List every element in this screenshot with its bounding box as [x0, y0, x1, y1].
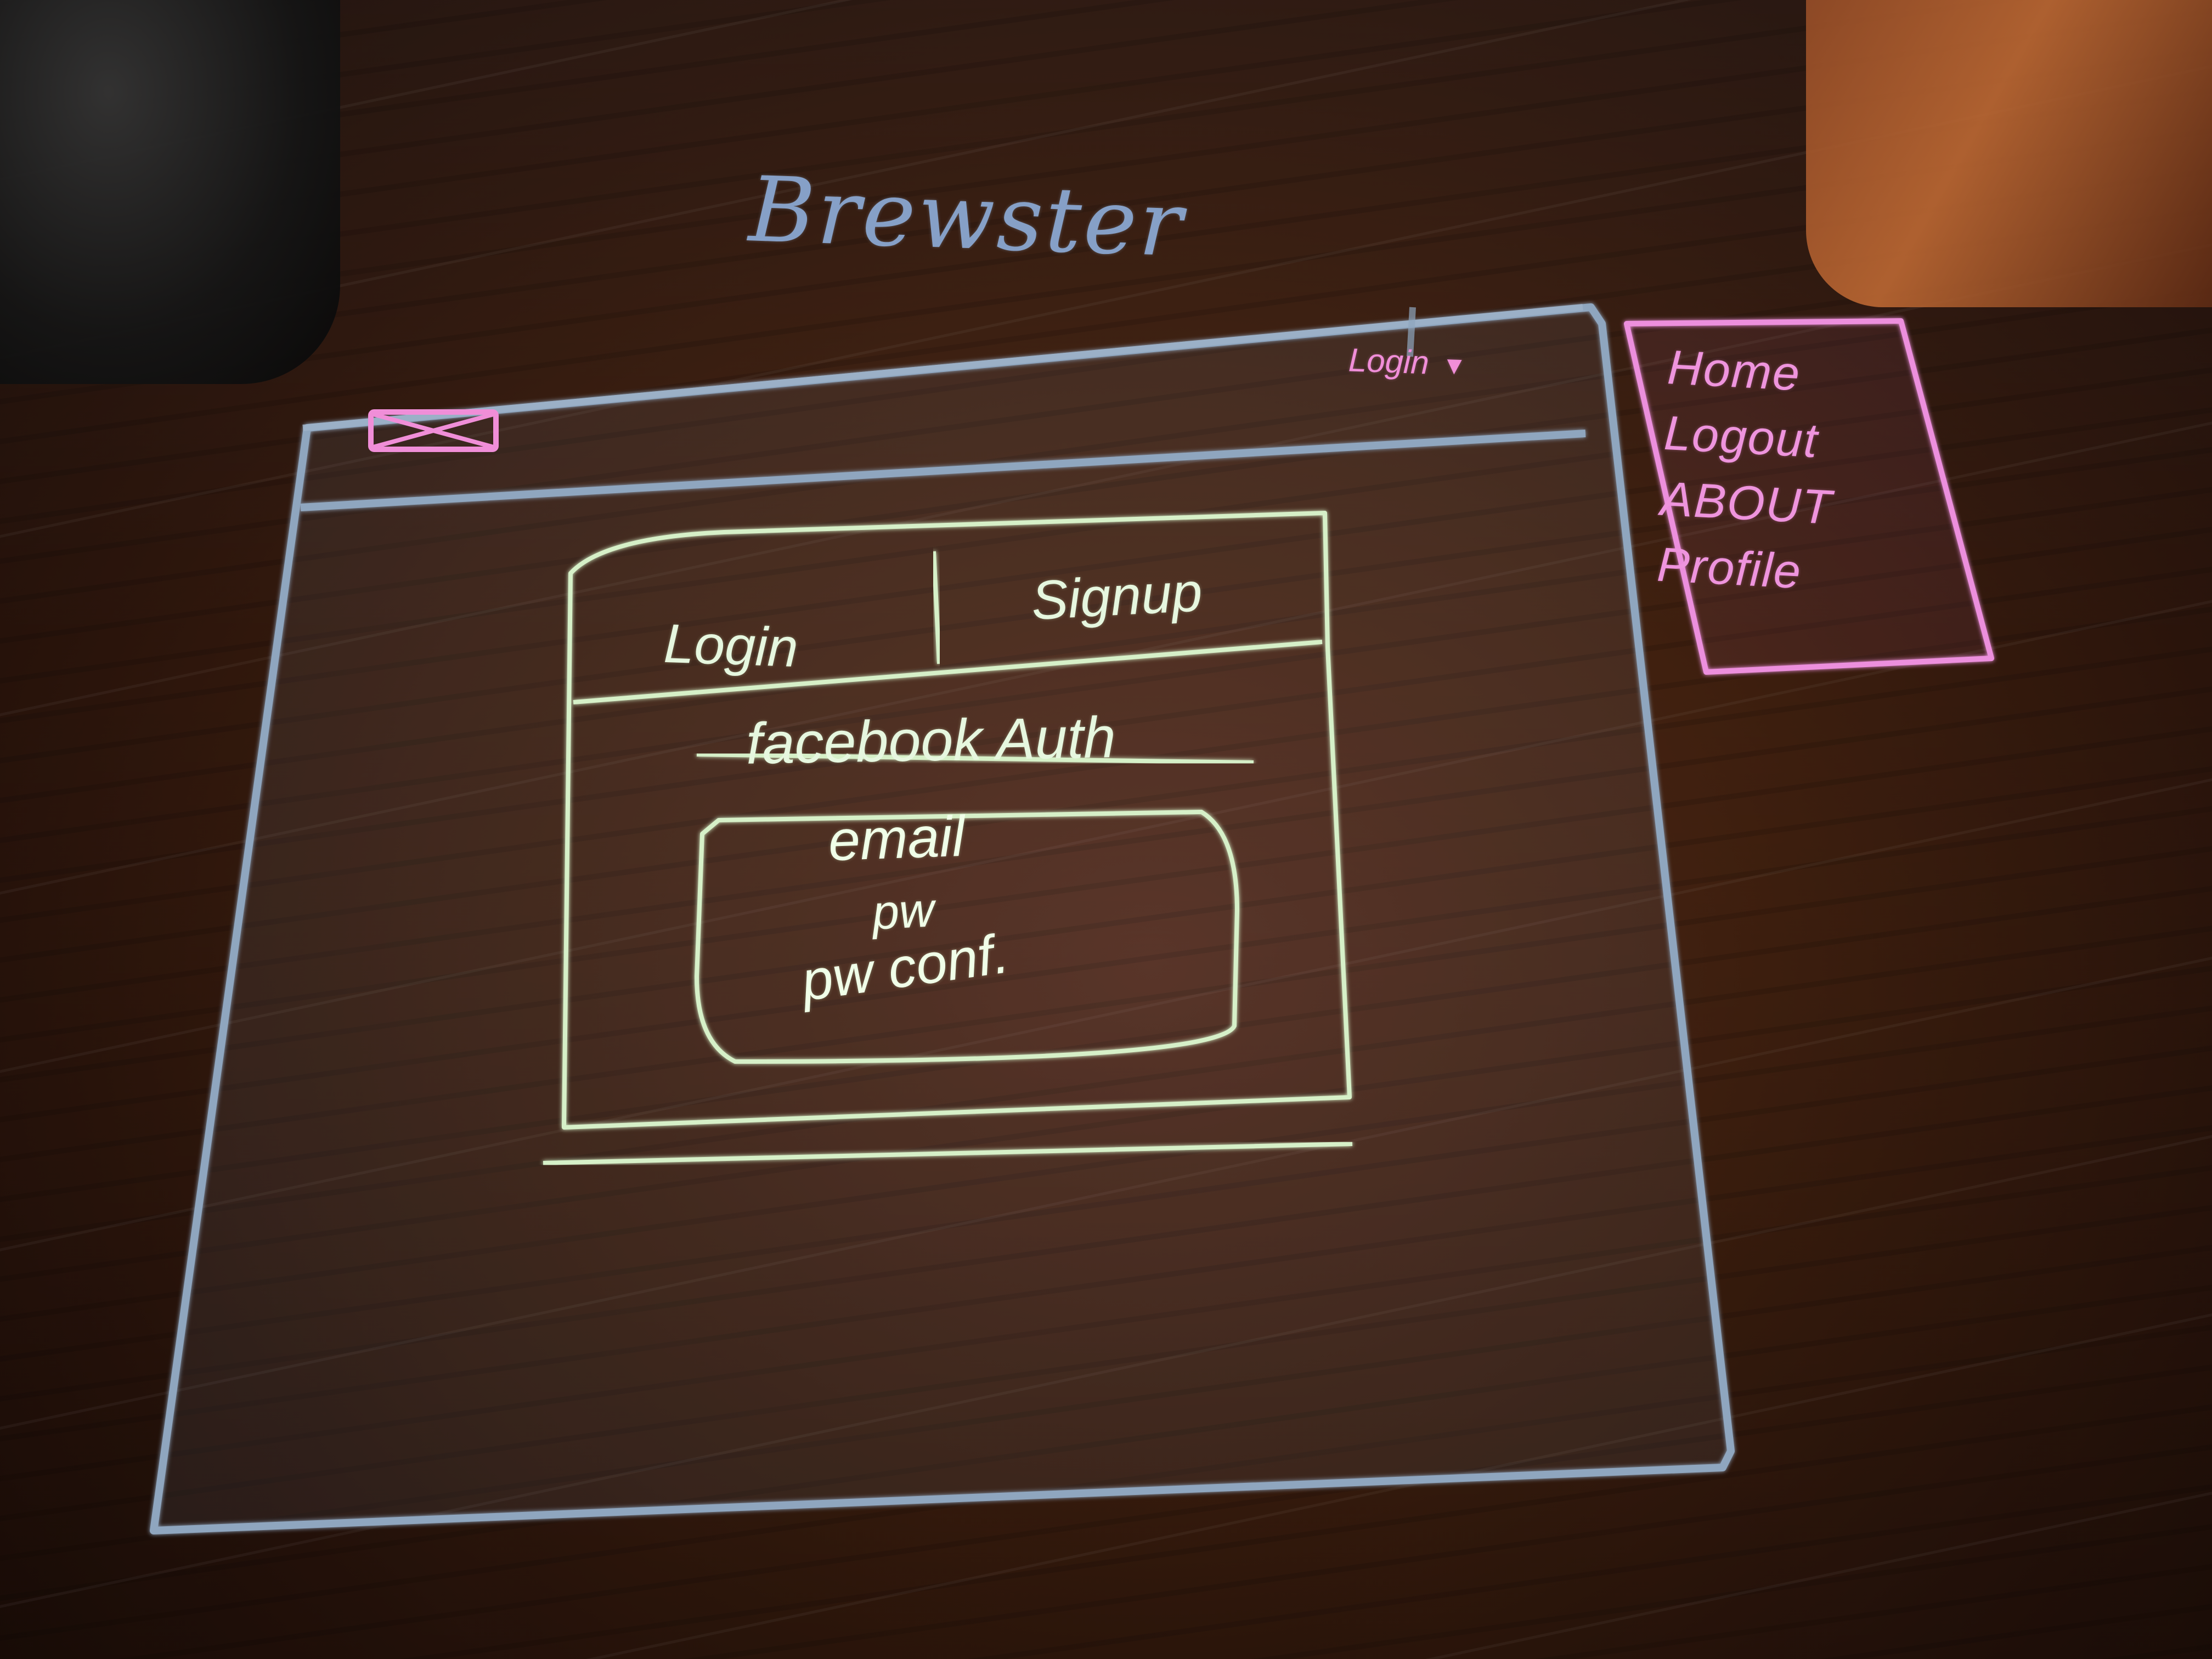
email-field[interactable]: email [827, 804, 966, 873]
card-bottom-edge [543, 1142, 1353, 1165]
menu-item-profile[interactable]: Profile [1656, 537, 1803, 599]
menu-item-home[interactable]: Home [1666, 340, 1802, 401]
chevron-down-icon: ▾ [1446, 348, 1463, 382]
menu-item-about[interactable]: ABOUT [1659, 471, 1834, 534]
header-login-label: Login [1347, 341, 1430, 381]
chair-silhouette [0, 0, 340, 384]
header-login-button[interactable]: Login ▾ [1348, 341, 1463, 382]
menu-item-logout[interactable]: Logout [1662, 405, 1820, 468]
wall-corner [1806, 0, 2212, 307]
password-confirm-field[interactable]: pw conf. [797, 922, 1013, 1013]
image-placeholder-icon [368, 409, 499, 452]
facebook-auth-button[interactable]: facebook Auth [746, 705, 1116, 776]
tab-signup[interactable]: Signup [1030, 561, 1204, 632]
page-title: Brewster [747, 157, 1186, 277]
nav-menu: Home Logout ABOUT Profile [1656, 334, 1905, 610]
tab-login[interactable]: Login [663, 612, 799, 679]
browser-frame [150, 303, 1735, 1534]
tab-separator [932, 551, 941, 664]
